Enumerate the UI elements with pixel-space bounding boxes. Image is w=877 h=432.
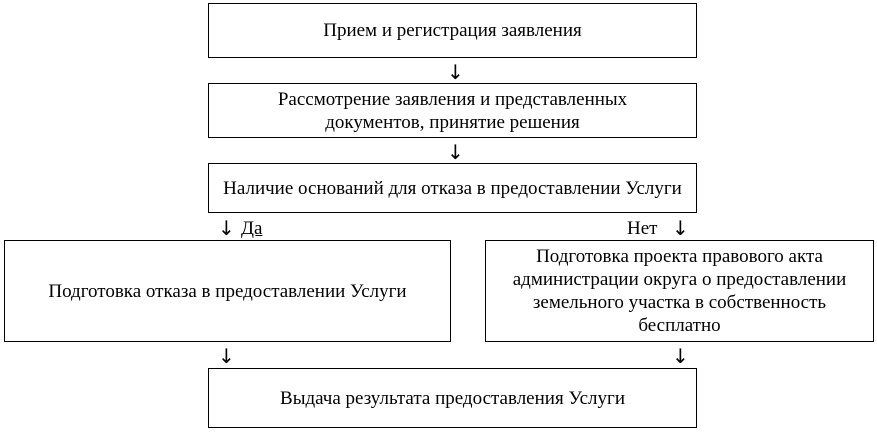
step-prepare-refusal-text: Подготовка отказа в предоставлении Услуг…: [48, 280, 407, 302]
step-refusal-grounds-check-text: Наличие оснований для отказа в предостав…: [223, 177, 682, 199]
arrow-down-icon: ↓: [672, 216, 689, 240]
step-review-documents: Рассмотрение заявления и представленных …: [208, 83, 697, 138]
arrow-down-icon: ↓: [218, 344, 235, 368]
step-receive-application: Прием и регистрация заявления: [208, 3, 697, 58]
step-issue-result-text: Выдача результата предоставления Услуги: [280, 387, 625, 409]
step-prepare-legal-act: Подготовка проекта правового акта админи…: [485, 240, 874, 342]
arrow-down-icon: ↓: [218, 216, 235, 240]
arrow-down-icon: ↓: [672, 344, 689, 368]
arrow-down-icon: ↓: [447, 140, 464, 164]
step-issue-result: Выдача результата предоставления Услуги: [208, 368, 697, 428]
step-prepare-refusal: Подготовка отказа в предоставлении Услуг…: [4, 240, 451, 342]
step-prepare-legal-act-text: Подготовка проекта правового акта админи…: [512, 246, 847, 336]
step-review-documents-text: Рассмотрение заявления и представленных …: [277, 88, 628, 133]
step-refusal-grounds-check: Наличие оснований для отказа в предостав…: [208, 163, 697, 213]
arrow-down-icon: ↓: [447, 60, 464, 84]
step-receive-application-text: Прием и регистрация заявления: [323, 20, 582, 41]
branch-no-label: Нет: [627, 218, 658, 239]
branch-yes-label: Да: [241, 218, 263, 239]
